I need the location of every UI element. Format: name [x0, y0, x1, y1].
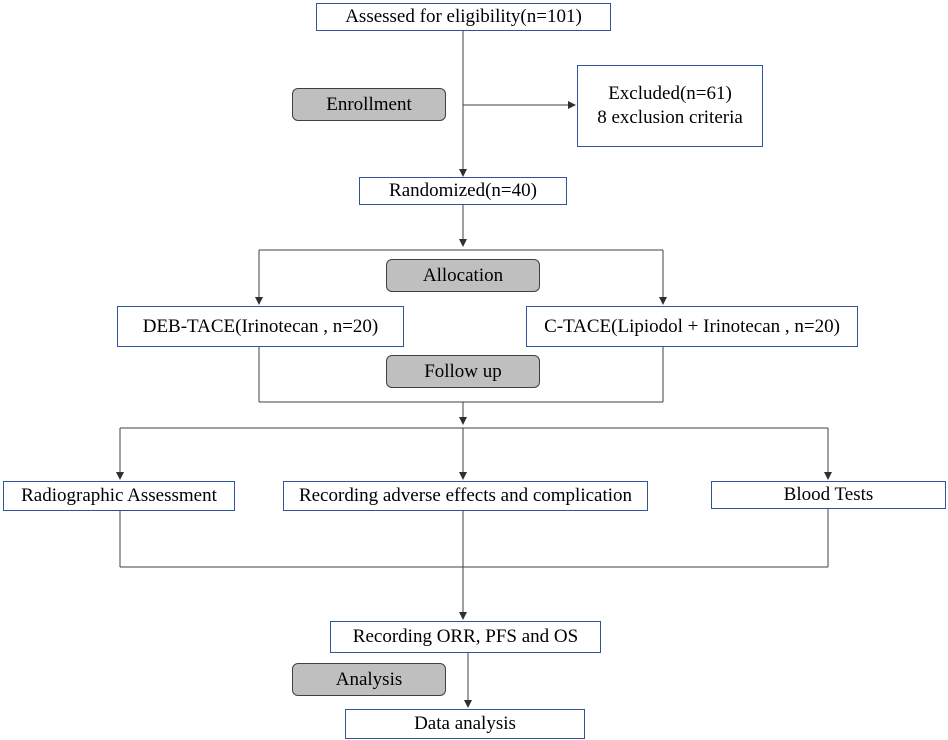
excluded-line1: Excluded(n=61): [608, 83, 732, 104]
assessed-box: Assessed for eligibility(n=101): [316, 3, 611, 31]
radiographic-label: Radiographic Assessment: [21, 485, 217, 506]
blood-label: Blood Tests: [783, 484, 874, 505]
adverse-label: Recording adverse effects and complicati…: [298, 485, 633, 506]
randomized-label: Randomized(n=40): [389, 180, 537, 201]
analysis-stage: Analysis: [292, 663, 446, 696]
follow-up-stage: Follow up: [386, 355, 540, 388]
blood-box: Blood Tests: [711, 481, 946, 509]
follow-up-label: Follow up: [424, 360, 502, 382]
enrollment-label: Enrollment: [326, 93, 412, 115]
randomized-box: Randomized(n=40): [359, 177, 567, 205]
allocation-label: Allocation: [422, 264, 504, 286]
recording-outcomes-box: Recording ORR, PFS and OS: [330, 621, 601, 653]
allocation-stage: Allocation: [386, 259, 540, 292]
enrollment-stage: Enrollment: [292, 88, 446, 121]
c-tace-label: C-TACE(Lipiodol + Irinotecan , n=20): [544, 315, 840, 337]
deb-tace-box: DEB-TACE(Irinotecan , n=20): [117, 306, 404, 347]
radiographic-box: Radiographic Assessment: [3, 481, 235, 511]
excluded-line2: 8 exclusion criteria: [597, 107, 743, 128]
excluded-box: Excluded(n=61) 8 exclusion criteria: [577, 65, 763, 147]
recording-outcomes-label: Recording ORR, PFS and OS: [352, 626, 579, 647]
deb-tace-label: DEB-TACE(Irinotecan , n=20): [142, 315, 379, 337]
adverse-box: Recording adverse effects and complicati…: [283, 481, 648, 511]
assessed-label: Assessed for eligibility(n=101): [345, 6, 582, 27]
data-analysis-label: Data analysis: [414, 713, 516, 734]
analysis-label: Analysis: [335, 668, 403, 690]
data-analysis-box: Data analysis: [345, 709, 585, 739]
c-tace-box: C-TACE(Lipiodol + Irinotecan , n=20): [526, 306, 858, 347]
